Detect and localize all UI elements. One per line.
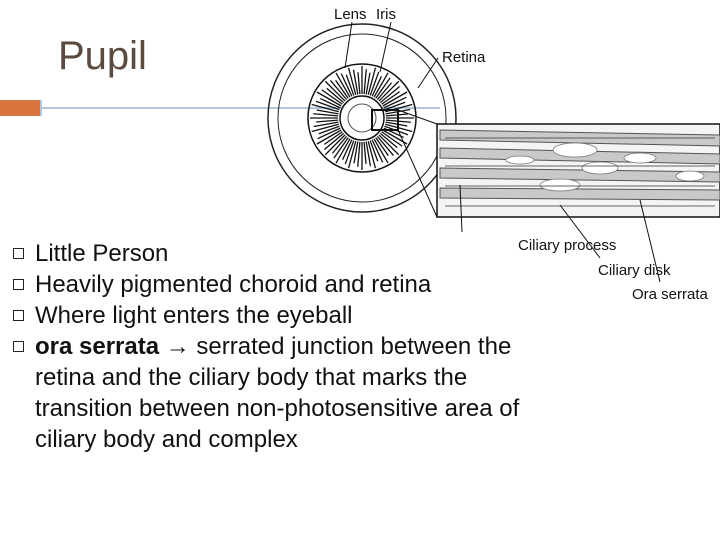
- iris-ray: [353, 141, 359, 164]
- iris-ray: [341, 139, 353, 160]
- bullet-item: ora serrata → serrated junction between …: [10, 331, 530, 455]
- iris-ray: [320, 97, 341, 109]
- bullet-square-icon: [13, 310, 24, 321]
- iris-ray: [367, 141, 377, 169]
- iris-ray: [344, 140, 355, 165]
- iris-ray: [378, 134, 400, 156]
- iris-ray: [363, 69, 367, 95]
- iris-ray: [324, 80, 346, 102]
- pupil-inner: [347, 103, 377, 133]
- label-retina: Retina: [442, 49, 486, 66]
- iris-ray: [375, 77, 391, 99]
- bullet-text: Little Person: [35, 240, 169, 267]
- iris-ray: [326, 87, 345, 104]
- iris-ray: [311, 103, 339, 113]
- bullet-square-icon: [13, 248, 24, 259]
- iris-ray: [365, 72, 371, 95]
- iris-ray: [376, 82, 393, 101]
- iris-ray: [347, 141, 357, 169]
- title-accent-bar: [0, 100, 40, 116]
- iris-ray: [316, 119, 339, 123]
- iris-ray: [352, 69, 359, 95]
- iris-ray: [316, 129, 342, 145]
- iris-ray: [335, 79, 349, 99]
- iris-ray: [384, 101, 406, 111]
- iris-ray: [324, 134, 346, 156]
- iris-ray: [335, 72, 351, 98]
- label-ciliary-disk: Ciliary disk: [598, 262, 671, 279]
- iris-ray: [367, 67, 377, 95]
- label-ciliary-process: Ciliary process: [518, 237, 616, 254]
- label-iris: Iris: [376, 6, 396, 23]
- bullet-item: Little Person: [10, 238, 530, 269]
- iris-ray: [379, 132, 398, 149]
- iris-ray: [385, 113, 408, 117]
- eyeball-outline: [267, 23, 457, 213]
- iris-ray: [369, 71, 380, 96]
- iris-ray: [373, 138, 389, 164]
- iris-ray: [330, 80, 348, 101]
- iris-ray: [315, 100, 340, 111]
- iris-ray: [324, 132, 345, 150]
- slide-title: Pupil: [58, 34, 147, 78]
- iris-ray: [365, 141, 372, 167]
- bullet-square-icon: [13, 279, 24, 290]
- bullet-text: serrated junction between the retina and…: [35, 333, 520, 453]
- iris-ray: [345, 74, 355, 96]
- iris-ray: [335, 138, 351, 164]
- iris-ray: [316, 91, 342, 107]
- iris-ray: [385, 121, 408, 127]
- bullet-item: Heavily pigmented choroid and retina: [10, 269, 530, 300]
- iris-ray: [333, 137, 349, 159]
- bullet-text: Heavily pigmented choroid and retina: [35, 271, 432, 298]
- iris-ray: [340, 73, 353, 97]
- iris-ray: [313, 113, 339, 117]
- iris-ray: [331, 135, 348, 154]
- iris-ray: [323, 131, 343, 145]
- iris-ray: [382, 91, 408, 107]
- bullet-square-icon: [13, 341, 24, 352]
- iris-ray: [357, 72, 361, 95]
- bullet-list: Little Person Heavily pigmented choroid …: [10, 238, 530, 455]
- iris-ray: [375, 137, 389, 157]
- iris-ray: [371, 76, 383, 97]
- pupil-ring: [339, 95, 385, 141]
- iris-ray: [317, 127, 341, 140]
- sclera-ring: [277, 33, 447, 203]
- iris-ray: [383, 96, 407, 109]
- iris-ray: [321, 89, 343, 105]
- bullet-item: Where light enters the eyeball: [10, 300, 530, 331]
- iris-ray: [381, 91, 401, 105]
- iris-ray: [347, 67, 357, 95]
- iris-ray: [316, 109, 339, 115]
- inset-texture: [505, 142, 705, 192]
- label-lens: Lens: [334, 6, 367, 23]
- iris-ray: [363, 141, 367, 164]
- inset-lines: [445, 137, 715, 207]
- bullet-term: ora serrata: [35, 333, 160, 360]
- iris-ray: [373, 72, 389, 98]
- iris-ray: [371, 139, 384, 163]
- title-divider-line: [40, 107, 440, 109]
- iris-outer: [307, 63, 417, 173]
- iris-ray: [357, 141, 361, 167]
- bullet-text: Where light enters the eyeball: [35, 302, 353, 329]
- iris-ray: [318, 125, 340, 135]
- iris-ray: [379, 86, 400, 104]
- iris-ray: [376, 135, 394, 156]
- iris-ray: [381, 131, 403, 147]
- iris-ray: [378, 80, 400, 102]
- magnify-marker: [371, 109, 399, 131]
- iris-ray: [311, 123, 339, 133]
- arrow-icon: →: [165, 333, 190, 360]
- iris-ray: [313, 121, 339, 128]
- iris-ray: [369, 140, 379, 162]
- label-ora-serrata: Ora serrata: [632, 286, 709, 303]
